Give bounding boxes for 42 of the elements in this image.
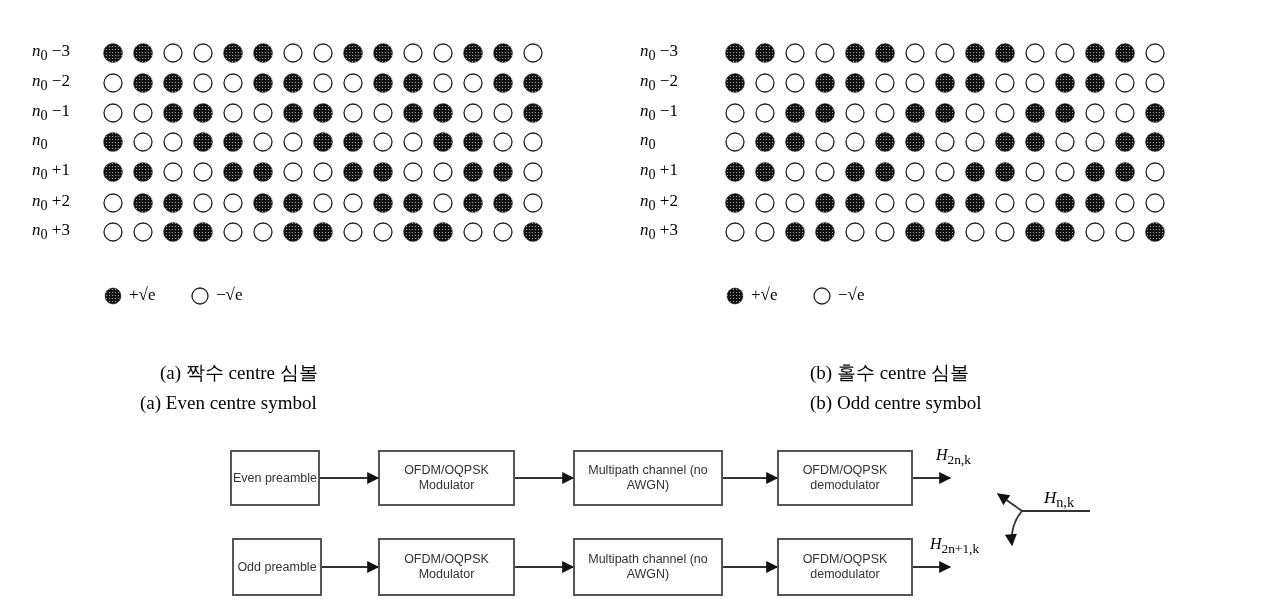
- process-box: OFDM/OQPSK Modulator: [378, 538, 515, 596]
- row-label: n$_{0}$ −2: [32, 71, 70, 96]
- legend-text: +√e: [129, 285, 156, 305]
- legend-text: −√e: [838, 285, 865, 305]
- arrow: [1005, 510, 1091, 547]
- row-label: n$_{0}$ −3: [640, 41, 678, 66]
- edge-label: H$_{2n,k}$: [936, 446, 971, 470]
- row-label: n$_{0}$ +1: [640, 160, 678, 185]
- row-label: n$_{0}$: [32, 130, 48, 155]
- arrow: [321, 561, 380, 573]
- row-label: n$_{0}$ +2: [32, 191, 70, 216]
- arrow: [912, 561, 952, 573]
- caption: (a) Even centre symbol: [140, 392, 317, 414]
- process-box: Multipath channel (no AWGN): [573, 538, 723, 596]
- arrow: [722, 472, 779, 484]
- legend-text: −√e: [216, 285, 243, 305]
- edge-label: H$_{2n+1,k}$: [930, 535, 980, 559]
- process-box: Multipath channel (no AWGN): [573, 450, 723, 506]
- arrow: [514, 472, 575, 484]
- process-box: Odd preamble: [232, 538, 322, 596]
- process-box: Even preamble: [230, 450, 320, 506]
- row-label: n$_{0}$ −3: [32, 41, 70, 66]
- row-label: n$_{0}$: [640, 130, 656, 155]
- signal-label: H$_{n,k}$: [1044, 488, 1074, 512]
- row-label: n$_{0}$ −1: [32, 101, 70, 126]
- arrow: [912, 472, 952, 484]
- arrow: [514, 561, 575, 573]
- row-label: n$_{0}$ −2: [640, 71, 678, 96]
- row-label: n$_{0}$ +3: [640, 220, 678, 245]
- process-box: OFDM/OQPSK demodulator: [777, 538, 913, 596]
- caption: (b) Odd centre symbol: [810, 392, 982, 414]
- process-box: OFDM/OQPSK demodulator: [777, 450, 913, 506]
- caption: (b) 홀수 centre 심볼: [810, 361, 969, 385]
- arrow: [722, 561, 779, 573]
- row-label: n$_{0}$ −1: [640, 101, 678, 126]
- row-label: n$_{0}$ +3: [32, 220, 70, 245]
- arrow: [319, 472, 380, 484]
- legend-text: +√e: [751, 285, 778, 305]
- row-label: n$_{0}$ +1: [32, 160, 70, 185]
- row-label: n$_{0}$ +2: [640, 191, 678, 216]
- process-box: OFDM/OQPSK Modulator: [378, 450, 515, 506]
- caption: (a) 짝수 centre 심볼: [160, 361, 318, 385]
